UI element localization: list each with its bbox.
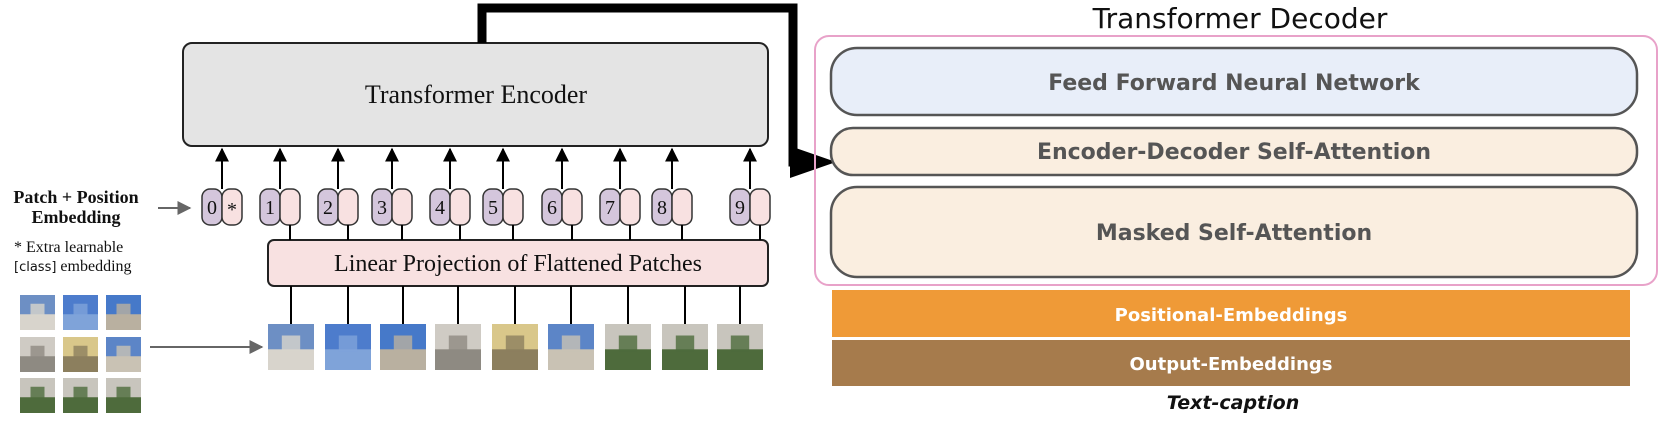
patch-embedding-cell <box>502 188 524 226</box>
token-7: 7 <box>599 188 641 226</box>
token-index-label: 1 <box>265 197 275 219</box>
token-index-label: 8 <box>657 197 667 219</box>
patch-embedding-cell <box>221 188 243 226</box>
source-image-tile <box>63 378 98 413</box>
token-index-label: 7 <box>605 197 615 219</box>
patch-embedding-cell <box>561 188 583 226</box>
masked-attention-box <box>829 185 1639 279</box>
token-9: 9 <box>729 188 771 226</box>
patch-tile <box>380 324 426 370</box>
decoder-frame <box>814 35 1658 286</box>
patch-embedding-cell <box>337 188 359 226</box>
source-image-tile <box>106 378 141 413</box>
source-image-tile <box>63 295 98 330</box>
extra-learnable-line1: * Extra learnable <box>14 239 123 256</box>
token-8: 8 <box>651 188 693 226</box>
patch-embedding-cell <box>391 188 413 226</box>
patch-embedding-cell <box>619 188 641 226</box>
patch-tile <box>717 324 763 370</box>
patch-lines <box>290 286 741 324</box>
class-token-marker: * <box>227 199 237 221</box>
cross-attention-label: Encoder-Decoder Self-Attention <box>1037 140 1431 165</box>
extra-learnable-line2: [class] embedding <box>14 258 132 275</box>
patch-tile <box>268 324 314 370</box>
token-4: 4 <box>429 188 471 226</box>
positional-embeddings-bar <box>832 290 1630 337</box>
cross-attention-box <box>829 126 1639 177</box>
patch-tile <box>435 324 481 370</box>
patch-tile <box>662 324 708 370</box>
token-index-label: 0 <box>207 197 217 219</box>
transformer-encoder-box <box>182 42 769 147</box>
embedding-label-line2: Embedding <box>31 207 120 227</box>
ffn-label: Feed Forward Neural Network <box>1048 71 1421 96</box>
token-index-label: 9 <box>735 197 745 219</box>
token-index-label: 3 <box>377 197 387 219</box>
source-image-grid <box>20 295 141 413</box>
positional-embeddings-label: Positional-Embeddings <box>1115 305 1348 326</box>
patch-tile-row <box>268 324 763 370</box>
token-index-label: 4 <box>435 197 445 219</box>
output-embeddings-label: Output-Embeddings <box>1130 354 1333 375</box>
token-arrows <box>215 147 761 240</box>
transformer-encoder-label: Transformer Encoder <box>365 80 587 109</box>
class-token-code: [class] <box>14 260 56 275</box>
transformer-decoder-title: Transformer Decoder <box>1092 2 1388 35</box>
patch-embedding-cell <box>671 188 693 226</box>
token-3: 3 <box>371 188 413 226</box>
token-0: 0* <box>201 188 243 226</box>
token-1: 1 <box>259 188 301 226</box>
linear-projection-box <box>267 239 769 287</box>
masked-attention-label: Masked Self-Attention <box>1096 221 1372 246</box>
token-5: 5 <box>482 188 524 226</box>
source-image-tile <box>20 378 55 413</box>
ffn-box <box>829 46 1639 117</box>
patch-embedding-cell <box>749 188 771 226</box>
patch-tile <box>548 324 594 370</box>
source-image-tile <box>20 295 55 330</box>
source-image-tile <box>20 337 55 372</box>
token-2: 2 <box>317 188 359 226</box>
token-6: 6 <box>541 188 583 226</box>
text-caption-label: Text-caption <box>1167 392 1299 414</box>
source-image-tile <box>63 337 98 372</box>
patch-tile <box>492 324 538 370</box>
token-index-label: 6 <box>547 197 557 219</box>
output-embeddings-bar <box>832 340 1630 386</box>
source-image-tile <box>106 295 141 330</box>
token-index-label: 5 <box>488 197 498 219</box>
linear-projection-label: Linear Projection of Flattened Patches <box>334 251 702 277</box>
patch-tile <box>325 324 371 370</box>
source-image-tile <box>106 337 141 372</box>
patch-embedding-cell <box>279 188 301 226</box>
embedding-word: embedding <box>56 258 131 275</box>
encoder-to-decoder-arrowhead <box>790 146 836 178</box>
embedding-label-line1: Patch + Position <box>13 187 138 207</box>
patch-embedding-cell <box>449 188 471 226</box>
patch-tile <box>605 324 651 370</box>
token-index-label: 2 <box>323 197 333 219</box>
